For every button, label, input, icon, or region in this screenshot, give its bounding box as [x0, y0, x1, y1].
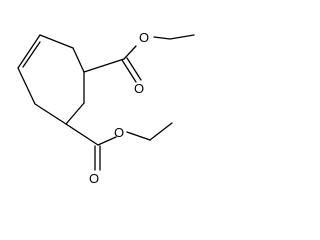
atom-label-ester-oxygen-bottom: O — [114, 125, 124, 140]
ring-bond-c6-c7 — [17, 67, 36, 105]
bond-ring-to-carbonyl-top — [83, 58, 125, 73]
bond-carbonyl-to-ester-o-top — [123, 45, 137, 60]
bonds — [17, 34, 195, 171]
ring-bond-c5-c6 — [34, 103, 67, 125]
ring-double-bond-inner — [22, 41, 41, 68]
bond-carbonyl-double-o-top-a — [121, 59, 137, 83]
atom-label-carbonyl-oxygen-top: O — [134, 81, 144, 96]
ring-bond-c7-c1 — [17, 34, 41, 69]
ring-bond-c2-c3 — [72, 47, 85, 73]
ring-bond-c4-c5 — [65, 102, 85, 125]
bond-ester-o-to-ch2-bottom — [126, 131, 151, 141]
atom-label-ester-oxygen-top: O — [139, 30, 149, 45]
atom-label-carbonyl-oxygen-bottom: O — [89, 171, 99, 185]
bond-ring-to-carbonyl-bottom — [65, 123, 99, 146]
bond-carbonyl-double-o-top-b — [126, 57, 142, 81]
bond-ch2-to-ch3-bottom — [149, 122, 173, 141]
bond-ch2-to-ch3-top — [169, 34, 195, 40]
molecule-structure: O O O O — [17, 30, 195, 185]
atom-labels: O O O O — [89, 30, 149, 185]
bond-ester-o-to-ch2-top — [153, 36, 171, 40]
bond-carbonyl-to-ester-o-bottom — [97, 136, 117, 146]
ring-bond-c1-c2 — [39, 34, 74, 49]
